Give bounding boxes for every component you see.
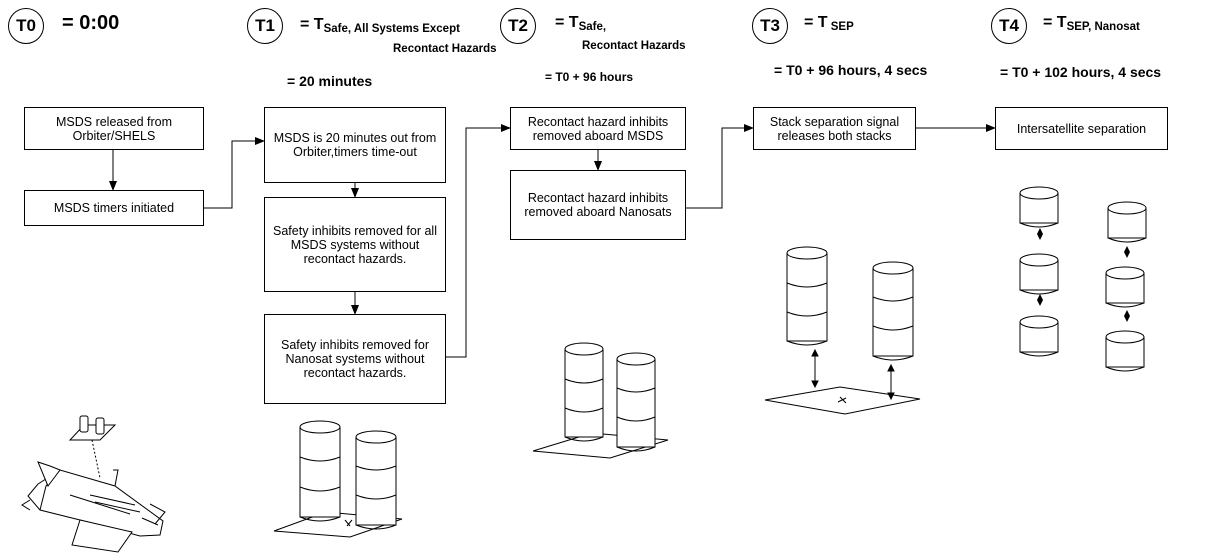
stage-t3-subscript: SEP	[827, 21, 854, 33]
box-msds-released: MSDS released from Orbiter/SHELS	[24, 107, 204, 150]
t4-column-left	[1019, 186, 1059, 357]
arrow-b5-b6	[446, 124, 511, 358]
t4-column-right	[1105, 201, 1147, 372]
stage-t4-time: = T0 + 102 hours, 4 secs	[1000, 64, 1162, 80]
t3-stacks-illustration	[764, 246, 921, 415]
box-msds-timeout: MSDS is 20 minutes out from Orbiter,time…	[264, 107, 446, 183]
stage-t2-subscript: Safe,	[578, 21, 607, 33]
stage-t1-subscript: Safe, All Systems Except	[323, 23, 460, 35]
t3-stack-left	[786, 246, 828, 346]
box-safety-inhibits-nanosat: Safety inhibits removed for Nanosat syst…	[264, 314, 446, 404]
orbiter-illustration	[21, 415, 166, 553]
box-stack-separation: Stack separation signal releases both st…	[753, 107, 916, 150]
box-recontact-nanosats: Recontact hazard inhibits removed aboard…	[510, 170, 686, 240]
stage-t1-subscript-line2: Recontact Hazards	[393, 43, 497, 55]
stage-t1-equation: = TSafe, All Systems Except	[300, 16, 460, 35]
stage-t3-equation: = T SEP	[804, 14, 854, 33]
stage-t2-equation: = TSafe,	[555, 14, 607, 33]
t1-stack-right	[355, 430, 397, 530]
t4-nanosats-illustration	[1019, 186, 1147, 372]
t2-stack-right	[616, 352, 656, 452]
box-msds-timers-initiated: MSDS timers initiated	[24, 190, 204, 226]
t2-stacks-illustration	[532, 342, 669, 459]
t1-stacks-illustration	[273, 420, 403, 538]
stage-t2-time: = T0 + 96 hours	[545, 70, 634, 84]
stage-t1-time: = 20 minutes	[287, 73, 373, 89]
stage-t3-time: = T0 + 96 hours, 4 secs	[774, 62, 928, 78]
arrow-b2-b3	[203, 137, 265, 209]
box-recontact-msds: Recontact hazard inhibits removed aboard…	[510, 107, 686, 150]
stage-t1-circle: T1	[247, 8, 283, 44]
stage-t0-circle: T0	[8, 8, 44, 44]
stage-t3-circle: T3	[752, 8, 788, 44]
t1-stack-left	[299, 420, 341, 522]
stage-t2-circle: T2	[500, 8, 536, 44]
box-safety-inhibits-msds: Safety inhibits removed for all MSDS sys…	[264, 197, 446, 292]
t2-stack-left	[564, 342, 604, 442]
stage-t4-circle: T4	[991, 8, 1027, 44]
stage-t0-equation: = 0:00	[62, 12, 120, 34]
stage-t4-equation: = TSEP, Nanosat	[1043, 14, 1140, 33]
t3-stack-right	[872, 261, 914, 361]
stage-t4-subscript: SEP, Nanosat	[1066, 21, 1140, 33]
box-intersatellite-separation: Intersatellite separation	[995, 107, 1168, 150]
stage-t2-subscript-line2: Recontact Hazards	[582, 40, 686, 52]
arrow-b7-b8	[686, 124, 754, 209]
